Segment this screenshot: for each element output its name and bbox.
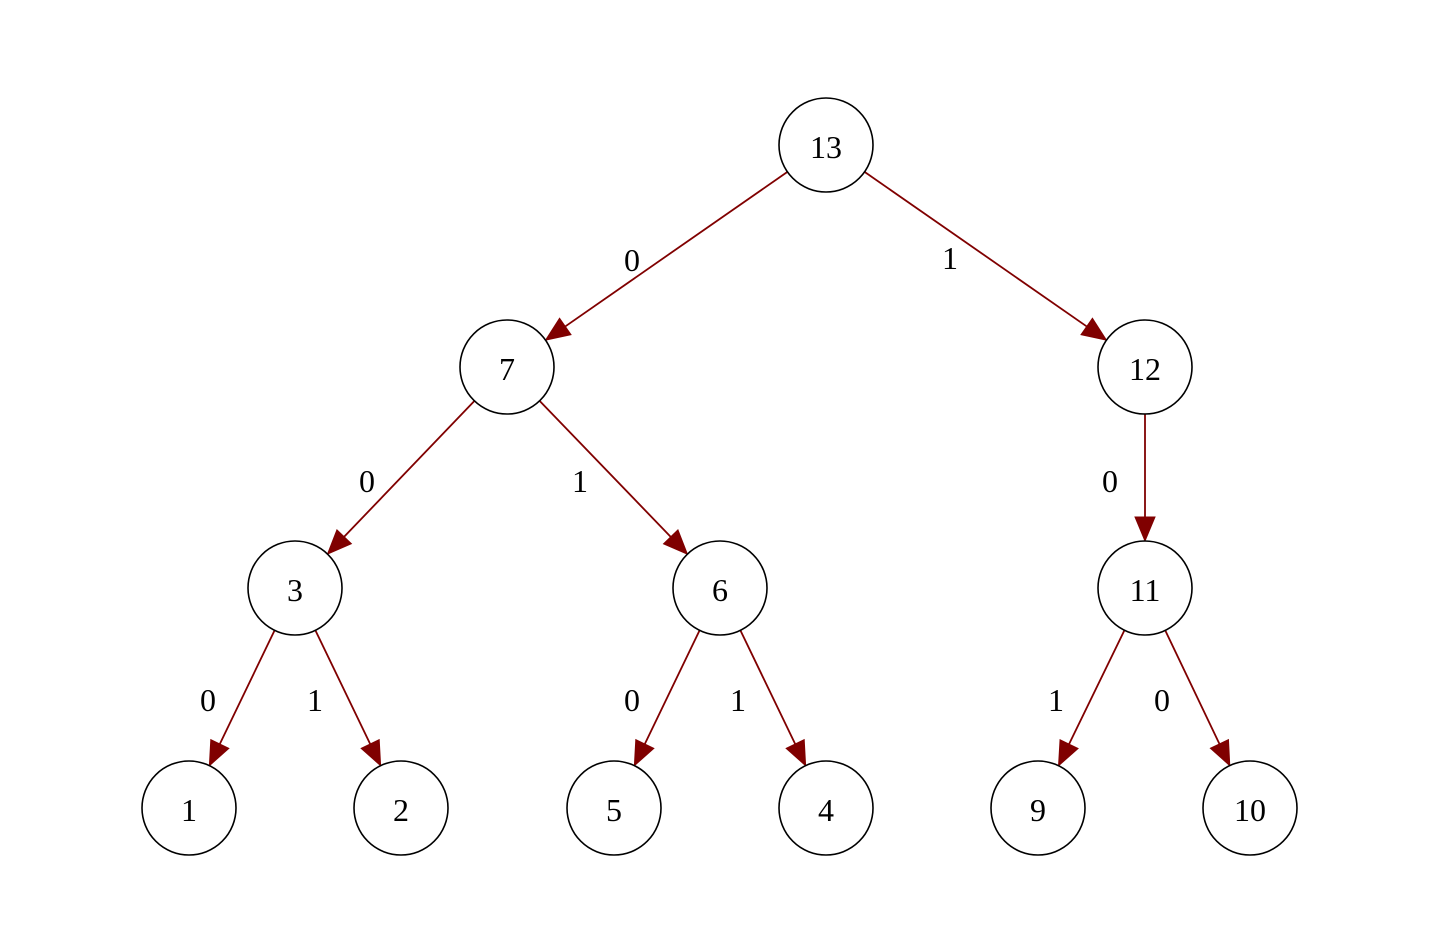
edge-line xyxy=(219,629,276,745)
edge-label: 0 xyxy=(1102,463,1118,499)
node-label: 10 xyxy=(1234,792,1266,828)
edge-line xyxy=(739,629,796,745)
node-label: 11 xyxy=(1130,572,1161,608)
node-2: 2 xyxy=(353,760,449,856)
edge-label: 1 xyxy=(942,240,958,276)
edge-line xyxy=(538,400,672,538)
node-5: 5 xyxy=(566,760,662,856)
node-12: 12 xyxy=(1097,319,1193,415)
arrowhead xyxy=(633,738,655,767)
edge-label: 1 xyxy=(730,682,746,718)
edge-7-to-3: 0 xyxy=(326,400,476,556)
edge-line xyxy=(864,171,1088,328)
node-label: 9 xyxy=(1030,792,1046,828)
node-label: 1 xyxy=(181,792,197,828)
edge-line xyxy=(644,629,701,745)
edge-3-to-2: 1 xyxy=(307,629,382,767)
node-4: 4 xyxy=(778,760,874,856)
edge-13-to-12: 1 xyxy=(864,171,1108,341)
edge-7-to-6: 1 xyxy=(538,400,689,556)
edge-13-to-7: 0 xyxy=(544,171,788,341)
node-13: 13 xyxy=(778,97,874,193)
node-label: 12 xyxy=(1129,351,1161,387)
arrowhead xyxy=(1080,317,1108,341)
edge-label: 1 xyxy=(1048,682,1064,718)
edge-6-to-5: 0 xyxy=(624,629,701,767)
edge-line xyxy=(314,629,371,745)
node-circle xyxy=(1202,760,1298,856)
edge-line xyxy=(343,400,476,538)
edge-label: 0 xyxy=(1154,682,1170,718)
node-1: 1 xyxy=(141,760,237,856)
node-11: 11 xyxy=(1097,540,1193,636)
node-label: 3 xyxy=(287,572,303,608)
node-circle xyxy=(778,760,874,856)
node-7: 7 xyxy=(459,319,555,415)
node-label: 5 xyxy=(606,792,622,828)
arrowhead xyxy=(544,317,572,341)
node-label: 7 xyxy=(499,351,515,387)
node-3: 3 xyxy=(247,540,343,636)
node-label: 6 xyxy=(712,572,728,608)
arrowhead xyxy=(326,528,353,556)
node-label: 13 xyxy=(810,129,842,165)
edge-line xyxy=(1068,629,1126,745)
node-circle xyxy=(778,97,874,193)
edge-label: 0 xyxy=(624,242,640,278)
edge-11-to-9: 1 xyxy=(1048,629,1126,767)
node-circle xyxy=(247,540,343,636)
arrowhead xyxy=(1209,738,1231,767)
arrowhead xyxy=(1057,738,1079,767)
edge-label: 0 xyxy=(200,682,216,718)
node-label: 2 xyxy=(393,792,409,828)
node-circle xyxy=(141,760,237,856)
node-6: 6 xyxy=(672,540,768,636)
edge-12-to-11: 0 xyxy=(1102,414,1156,543)
arrowhead xyxy=(662,529,689,556)
node-circle xyxy=(1097,540,1193,636)
edge-label: 0 xyxy=(359,463,375,499)
edge-6-to-4: 1 xyxy=(730,629,807,767)
edge-line xyxy=(564,171,788,328)
node-10: 10 xyxy=(1202,760,1298,856)
node-circle xyxy=(459,319,555,415)
arrowhead xyxy=(208,738,230,767)
node-circle xyxy=(672,540,768,636)
arrowhead xyxy=(360,738,382,767)
edge-line xyxy=(1164,630,1221,745)
edge-11-to-10: 0 xyxy=(1154,630,1231,767)
edge-label: 1 xyxy=(307,682,323,718)
node-circle xyxy=(353,760,449,856)
edge-label: 0 xyxy=(624,682,640,718)
node-label: 4 xyxy=(818,792,834,828)
arrowhead xyxy=(785,738,807,767)
node-9: 9 xyxy=(990,760,1086,856)
node-circle xyxy=(566,760,662,856)
node-circle xyxy=(1097,319,1193,415)
edge-label: 1 xyxy=(572,463,588,499)
arrowhead xyxy=(1134,516,1156,543)
node-circle xyxy=(990,760,1086,856)
edge-3-to-1: 0 xyxy=(200,629,276,767)
